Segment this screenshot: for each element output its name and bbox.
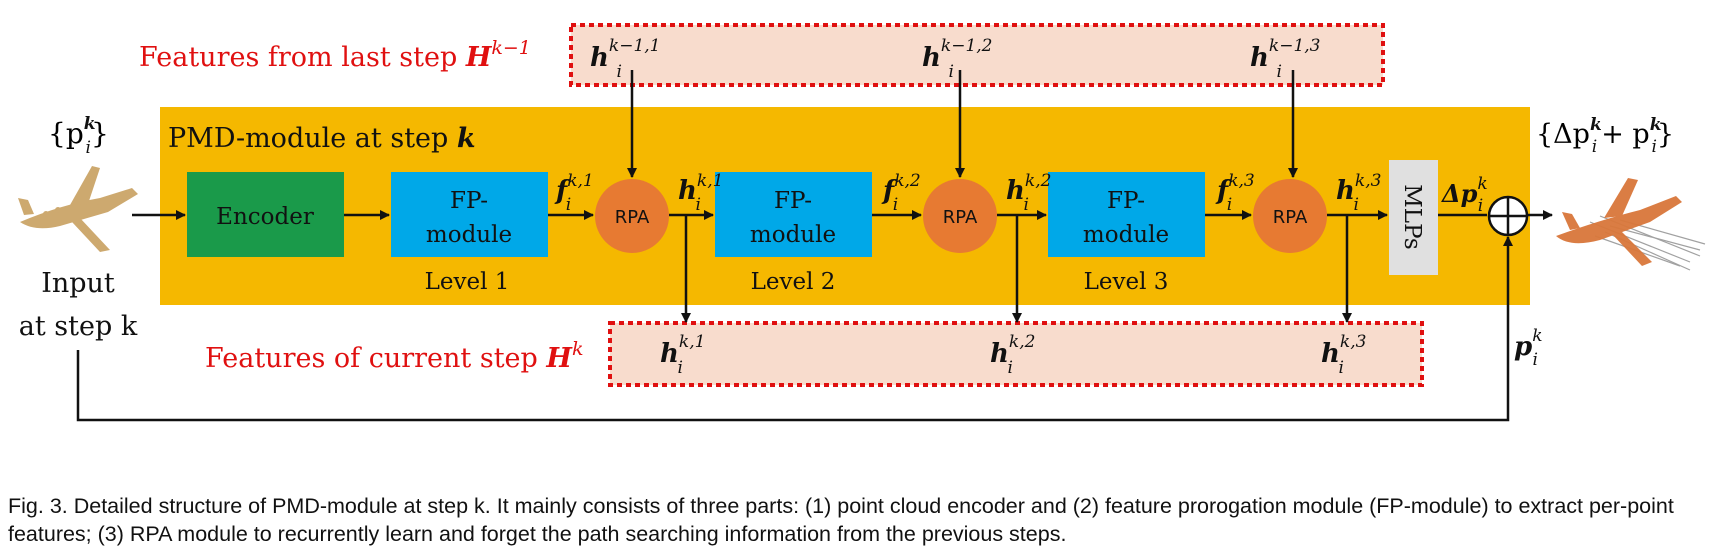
fp-module-level-3: [1048, 172, 1205, 257]
fp-module-3-label-line2: module: [1083, 222, 1169, 248]
rpa-node-3: [1253, 179, 1327, 253]
fp-module-level-2: [715, 172, 872, 257]
fp-module-2-label-line1: FP-: [774, 188, 812, 214]
level-2-label: Level 2: [751, 269, 836, 295]
mlps-label: MLPs: [1399, 184, 1425, 250]
mlps-block: [1389, 160, 1438, 275]
rpa-node-2: [923, 179, 997, 253]
fp-module-2-label-line2: module: [750, 222, 836, 248]
input-label-line1: Input: [41, 268, 115, 299]
fp-module-level-1: [391, 172, 548, 257]
figure-caption: Fig. 3. Detailed structure of PMD-module…: [8, 494, 1674, 546]
encoder-block: [187, 172, 344, 257]
feedback-loop-arrow: [76, 236, 1513, 422]
pmd-module-diagram: Features from last step Hk−1 Features of…: [18, 23, 1706, 422]
previous-features-box: [569, 23, 1385, 87]
rpa-3-label: RPA: [1273, 207, 1308, 228]
output-point-cloud-image: [1556, 178, 1706, 271]
bottom-features-title: Features of current step Hk: [205, 338, 583, 374]
encoder-label: Encoder: [216, 204, 314, 230]
input-label-line2: at step k: [19, 311, 138, 342]
top-features-title: Features from last step Hk−1: [139, 37, 531, 73]
fp-module-3-label-line1: FP-: [1107, 188, 1145, 214]
rpa-2-label: RPA: [943, 207, 978, 228]
level-1-label: Level 1: [425, 269, 510, 295]
level-3-label: Level 3: [1084, 269, 1169, 295]
rpa-node-1: [595, 179, 669, 253]
fp-module-1-label-line1: FP-: [450, 188, 488, 214]
module-title: PMD-module at step k: [168, 123, 476, 154]
current-features-box: [608, 321, 1424, 387]
rpa-1-label: RPA: [615, 207, 650, 228]
fp-module-1-label-line2: module: [426, 222, 512, 248]
input-point-cloud-image: [18, 166, 138, 252]
